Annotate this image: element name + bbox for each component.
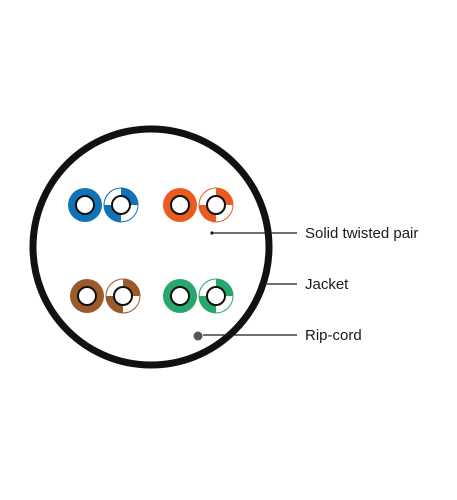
pair-brown [70,278,141,314]
pair-blue [68,187,139,223]
conductor-core [170,286,190,306]
conductor-core [206,195,226,215]
pair-green [163,278,234,314]
jacket-ring [29,125,273,369]
conductor-core [111,195,131,215]
pair-orange [163,187,234,223]
conductor-core [77,286,97,306]
conductor-core [113,286,133,306]
leader-dot-solid-twisted-pair [210,231,214,235]
label-jacket: Jacket [305,276,349,293]
rip-cord-marker [193,331,203,341]
conductor-core [170,195,190,215]
label-solid-twisted-pair: Solid twisted pair [305,225,418,242]
conductor-core [206,286,226,306]
conductor-core [75,195,95,215]
label-rip-cord: Rip-cord [305,327,362,344]
